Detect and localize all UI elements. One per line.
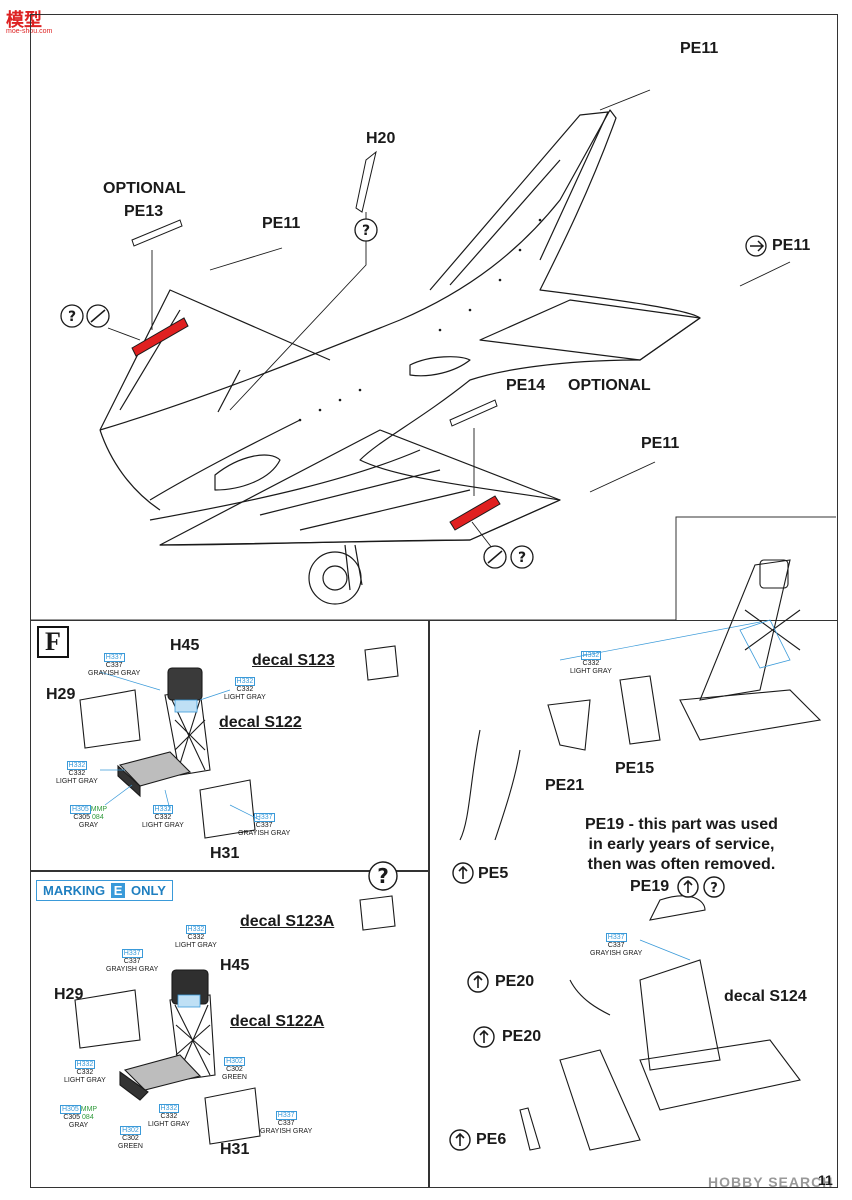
label-decal-s124: decal S124 — [724, 988, 807, 1005]
label-pe19: PE19 — [630, 878, 670, 895]
label-pe11-left: PE11 — [262, 215, 301, 232]
label-pe21: PE21 — [545, 777, 585, 794]
label-h45-f: H45 — [170, 637, 200, 654]
label-pe6: PE6 — [476, 1131, 507, 1148]
label-pe14: PE14 — [506, 377, 546, 394]
label-pe11-top: PE11 — [680, 40, 719, 57]
label-h29-f: H29 — [46, 686, 76, 703]
label-pe15: PE15 — [615, 760, 655, 777]
label-pe20-a: PE20 — [495, 973, 535, 990]
label-h20: H20 — [366, 130, 396, 147]
cut-icon — [487, 550, 503, 564]
watermark-logo: 模型 — [6, 10, 42, 30]
section-e-frame — [30, 870, 430, 1188]
label-optional-2: OPTIONAL — [568, 377, 651, 394]
label-pe13: PE13 — [124, 203, 164, 220]
label-h45-e: H45 — [220, 957, 250, 974]
question-icon: ? — [377, 864, 389, 888]
pe19-note: PE19 - this part was used in early years… — [585, 816, 778, 873]
cut-icon — [90, 309, 106, 323]
label-pe5: PE5 — [478, 865, 509, 882]
watermark-url: moe-shou.com — [6, 28, 53, 35]
label-optional-1: OPTIONAL — [103, 180, 186, 197]
label-decal-s123: decal S123 — [252, 652, 335, 669]
question-icon: ? — [518, 550, 526, 566]
question-icon: ? — [362, 223, 370, 239]
watermark-hobbysearch: HOBBY SEARCH — [708, 1174, 834, 1190]
label-pe20-b: PE20 — [502, 1028, 542, 1045]
question-icon: ? — [710, 881, 718, 896]
page-number: 11 — [818, 1172, 833, 1188]
marking-e-only-badge: MARKING E ONLY — [36, 880, 173, 901]
label-pe11-bottom: PE11 — [641, 435, 680, 452]
label-decal-s122a: decal S122A — [230, 1013, 325, 1030]
step-f-box: F — [37, 626, 69, 658]
label-decal-s122: decal S122 — [219, 714, 302, 731]
label-h31-f: H31 — [210, 845, 240, 862]
question-icon: ? — [68, 309, 76, 325]
label-decal-s123a: decal S123A — [240, 913, 335, 930]
arrow-icon — [750, 240, 765, 252]
label-h31-e: H31 — [220, 1141, 250, 1158]
label-h29-e: H29 — [54, 986, 84, 1003]
label-pe11-right: PE11 — [772, 237, 811, 254]
